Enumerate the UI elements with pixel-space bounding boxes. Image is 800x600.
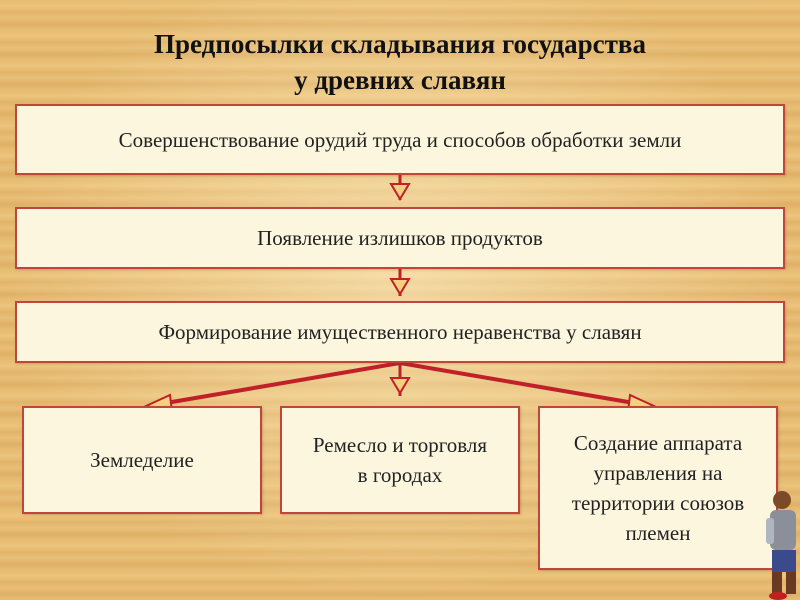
box-agriculture-text: Земледелие — [90, 448, 194, 472]
branch-arrow-center — [389, 363, 411, 396]
box-apparatus-line-4: племен — [625, 521, 691, 545]
box-craft-line-1: Ремесло и торговля — [312, 433, 488, 457]
branch-arrow-right — [399, 361, 658, 414]
box-government-apparatus: Создание аппарата управления на территор… — [538, 406, 778, 570]
down-arrow-2 — [389, 269, 411, 296]
box-apparatus-line-2: управления на — [593, 461, 723, 485]
box-apparatus-line-3: территории союзов — [571, 491, 745, 515]
box-surplus-text: Появление излишков продуктов — [257, 226, 543, 250]
box-craft-line-2: в городах — [357, 463, 443, 487]
slide-title: Предпосылки складывания государства у др… — [0, 26, 800, 98]
down-arrow-1 — [389, 175, 411, 201]
box-craft-trade: Ремесло и торговля в городах — [280, 406, 520, 514]
box-inequality: Формирование имущественного неравенства … — [15, 301, 785, 363]
box-inequality-text: Формирование имущественного неравенства … — [158, 320, 642, 344]
box-tools-text: Совершенствование орудий труда и способо… — [118, 127, 682, 152]
branch-arrow-left — [142, 361, 401, 414]
title-line-1: Предпосылки складывания государства — [154, 29, 646, 59]
box-agriculture: Земледелие — [22, 406, 262, 514]
cartoon-figure-icon — [766, 491, 796, 600]
title-line-2: у древних славян — [294, 65, 506, 95]
box-apparatus-line-1: Создание аппарата — [573, 431, 743, 455]
box-tools-improvement: Совершенствование орудий труда и способо… — [15, 104, 785, 175]
box-surplus: Появление излишков продуктов — [15, 207, 785, 269]
